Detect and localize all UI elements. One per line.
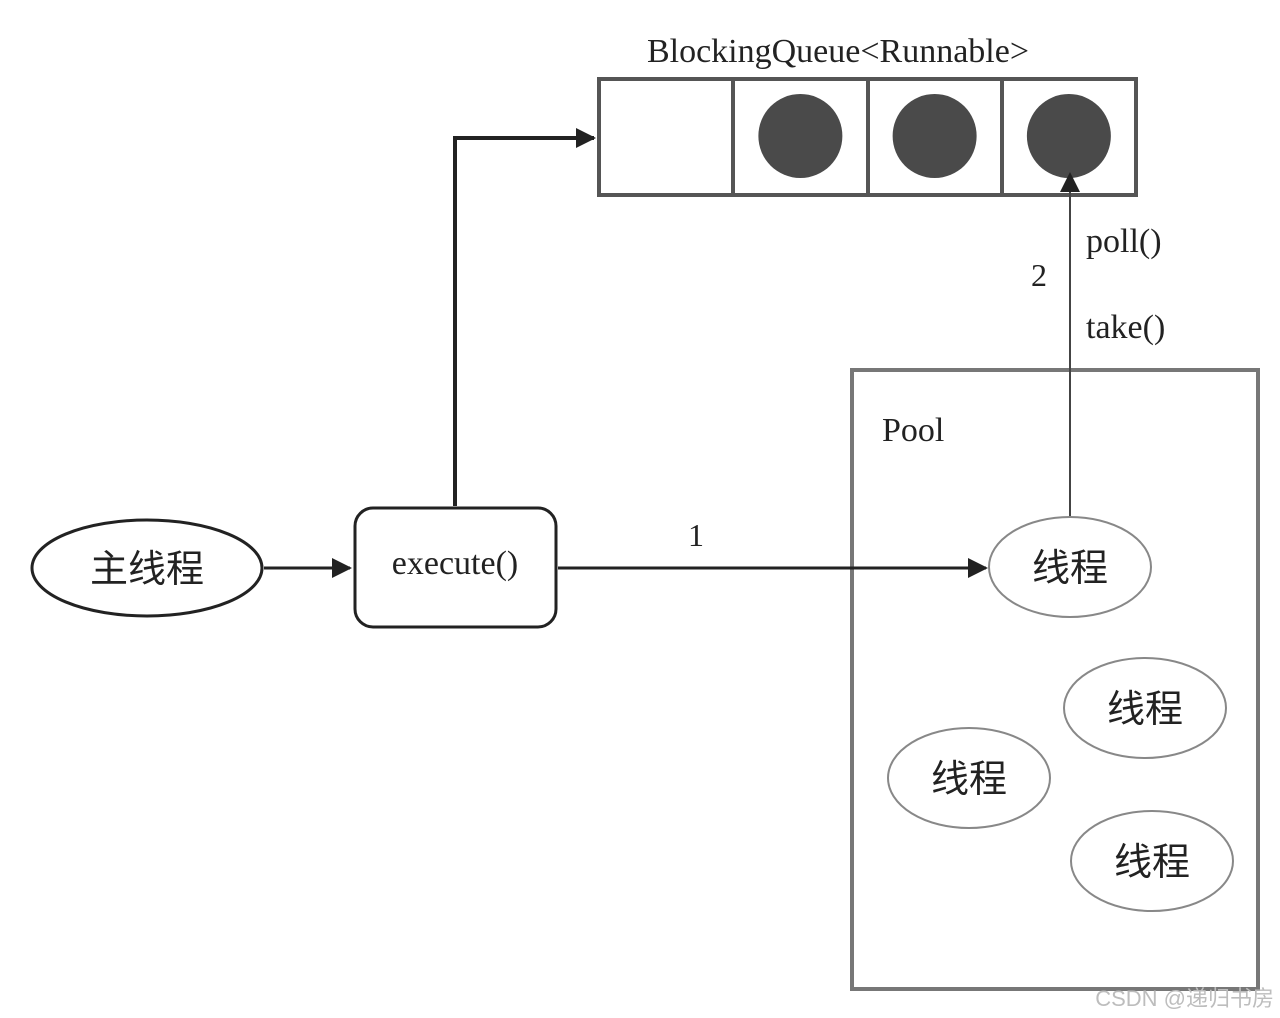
- main-thread-label: 主线程: [90, 547, 204, 591]
- pool-thread-node: 线程: [1063, 657, 1227, 759]
- execute-node: execute(): [353, 506, 558, 629]
- execute-box: [353, 506, 558, 629]
- thread-ellipse: [1070, 810, 1234, 912]
- queue-label: BlockingQueue<Runnable>: [647, 33, 1029, 70]
- pool-thread-node: 线程: [887, 727, 1051, 829]
- thread-ellipse: [887, 727, 1051, 829]
- thread-label: 线程: [1032, 546, 1108, 590]
- arrow-execute-to-queue: [453, 128, 596, 506]
- queued-task-dot: [1026, 94, 1111, 178]
- edge-label-2: 2: [1031, 257, 1047, 293]
- take-label: take(): [1086, 309, 1165, 346]
- thread-label: 线程: [1107, 687, 1183, 731]
- pool-container: [850, 368, 1260, 991]
- thread-label: 线程: [931, 757, 1007, 801]
- main-thread-node: 主线程: [30, 518, 264, 618]
- blocking-queue: [597, 77, 1138, 197]
- thread-label: 线程: [1114, 840, 1190, 884]
- pool-label: Pool: [882, 412, 944, 449]
- queue-slots: [758, 94, 1111, 178]
- main-thread-ellipse: [30, 518, 264, 618]
- poll-label: poll(): [1086, 223, 1162, 260]
- execute-label: execute(): [392, 545, 518, 582]
- pool-thread-node: 线程: [988, 516, 1152, 618]
- watermark: CSDN @递归书房: [1095, 986, 1274, 1011]
- queued-task-dot: [892, 94, 977, 178]
- thread-ellipse: [988, 516, 1152, 618]
- edge-label-1: 1: [688, 517, 704, 553]
- queued-task-dot: [758, 94, 843, 178]
- pool-thread-node: 线程: [1070, 810, 1234, 912]
- thread-ellipse: [1063, 657, 1227, 759]
